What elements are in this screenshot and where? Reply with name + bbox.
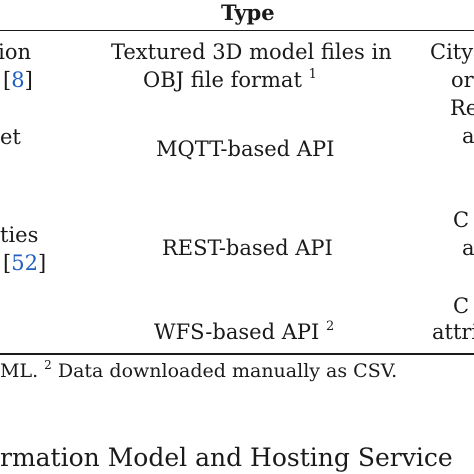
left-cell-row1-line1: tion [0, 40, 31, 64]
right-cell-row3-line2: a [462, 236, 474, 260]
type-cell-row3: REST-based API [162, 236, 333, 260]
left-cell-row3-line1: ties [0, 223, 39, 247]
footnote-marker-2-def: 2 [44, 358, 52, 372]
bracket-open: [ [3, 251, 12, 275]
citation-link-8[interactable]: 8 [11, 68, 25, 92]
right-cell-row4-line1: C [453, 294, 470, 318]
left-cell-row2-line1: et [0, 125, 21, 149]
right-cell-row1-line2: or [451, 68, 474, 92]
bracket-close: ] [37, 251, 47, 275]
table-bottom-rule [0, 353, 474, 355]
citation-link-52[interactable]: 52 [11, 251, 38, 275]
type-cell-row2: MQTT-based API [156, 137, 335, 161]
footnote-marker-2: 2 [325, 319, 335, 334]
right-cell-row1-line3: Re [450, 96, 474, 120]
footnote-text-post: Data downloaded manually as CSV. [57, 360, 398, 382]
right-cell-row1-line1: City [430, 40, 474, 64]
right-cell-row4-line2: attri [432, 320, 474, 344]
footnote-text-pre: ML. [0, 360, 39, 382]
type-cell-row4-text: WFS-based API [154, 320, 320, 344]
type-cell-row1-line2: OBJ file format 1 [143, 67, 317, 92]
bracket-open: [ [3, 68, 12, 92]
column-header-type: Type [221, 0, 275, 25]
type-cell-row4: WFS-based API 2 [154, 319, 335, 344]
left-cell-row1-citation: [8] [3, 70, 33, 91]
header-rule [0, 30, 474, 31]
bracket-close: ] [24, 68, 33, 92]
type-cell-row1-line1: Textured 3D model files in [111, 40, 392, 64]
footnote-marker-1: 1 [308, 67, 317, 82]
table-footnotes: ML. 2 Data downloaded manually as CSV. [0, 359, 398, 382]
right-cell-row3-line1: C [453, 208, 470, 232]
right-cell-row1-line4: a [462, 124, 474, 148]
left-cell-row3-citation: [52] [3, 253, 46, 274]
section-heading: rmation Model and Hosting Service [0, 443, 453, 472]
type-cell-row1-text: OBJ file format [143, 68, 302, 92]
